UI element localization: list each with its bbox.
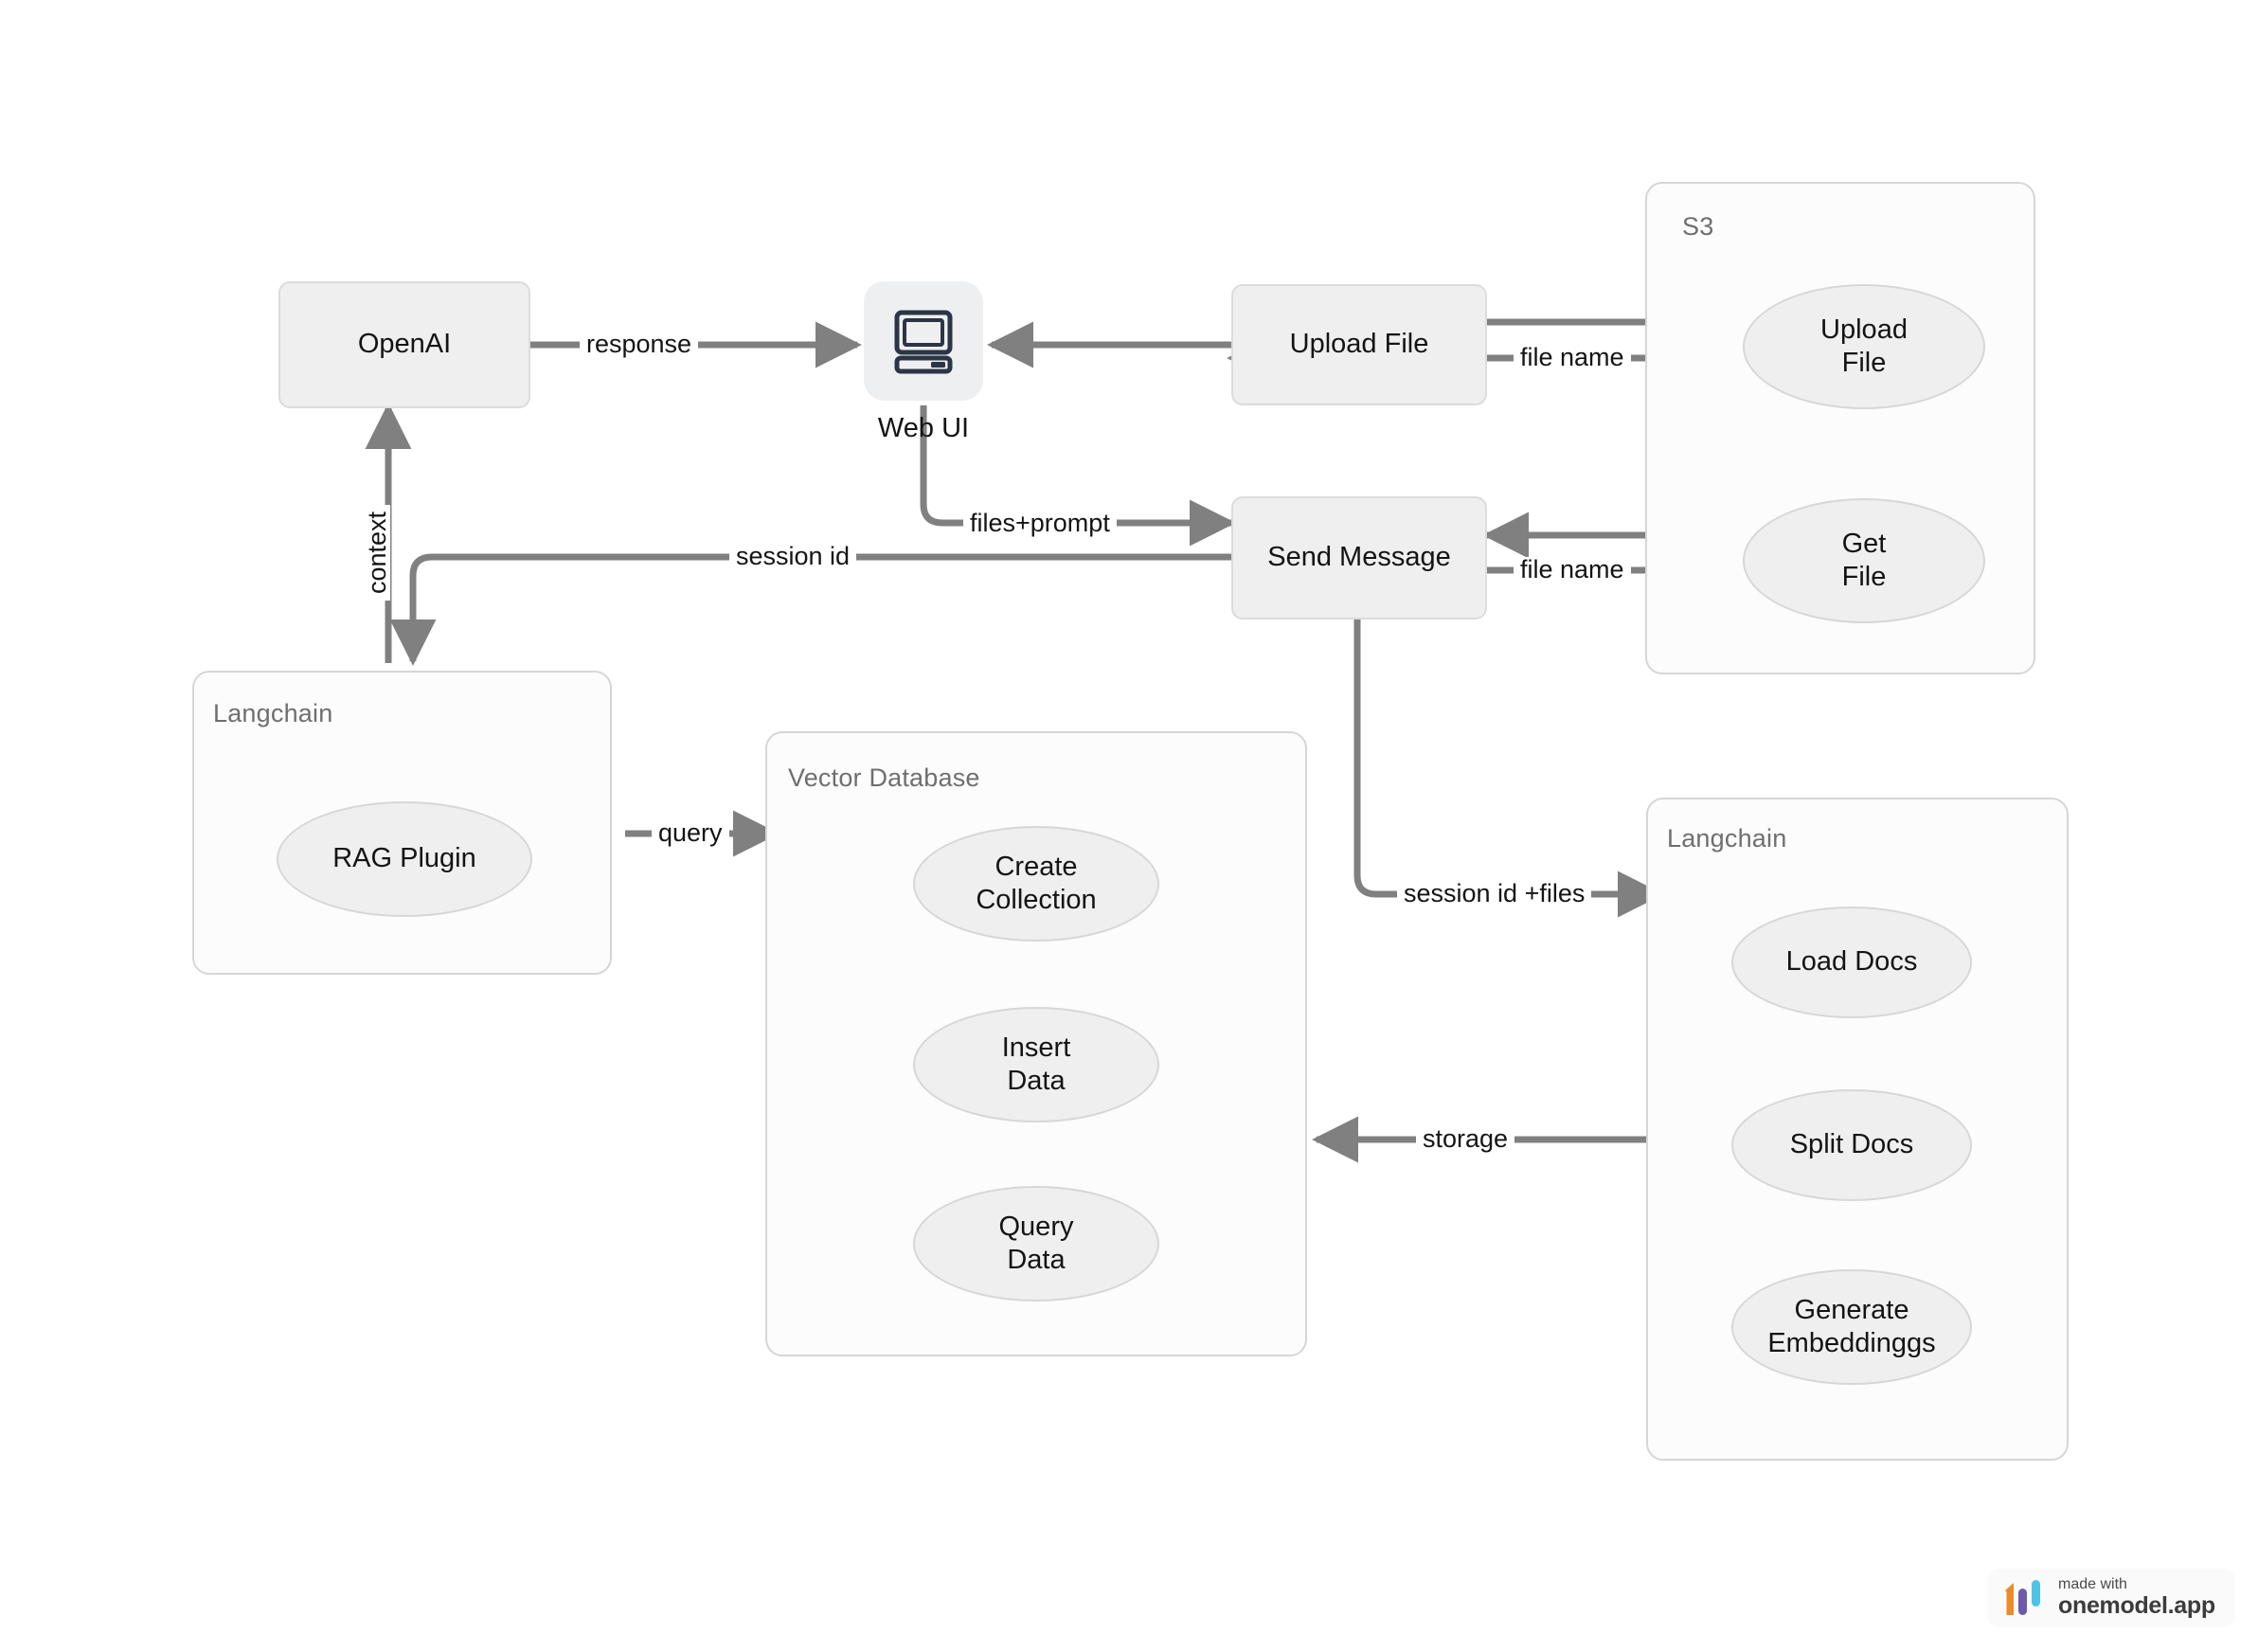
edge-label-context: context [363, 504, 391, 602]
computer-monitor-icon [894, 310, 953, 374]
edge-label-files-prompt: files+prompt [963, 511, 1117, 536]
group-s3-label: S3 [1682, 212, 1714, 241]
insert-data-node[interactable]: Insert Data [913, 1007, 1159, 1122]
edge-label-query: query [652, 820, 729, 846]
rag-plugin-node[interactable]: RAG Plugin [277, 801, 532, 917]
edge-label-file-name-get: file name [1514, 557, 1631, 583]
watermark-brand: onemodel.app [2058, 1592, 2215, 1620]
s3-get-file-node[interactable]: Get File [1743, 498, 1985, 623]
upload-file-node[interactable]: Upload File [1231, 284, 1487, 405]
load-docs-node[interactable]: Load Docs [1731, 907, 1972, 1018]
edge-label-response: response [580, 332, 699, 357]
onemodel-watermark[interactable]: made with onemodel.app [1987, 1569, 2235, 1627]
edge-label-session-id: session id [729, 544, 857, 569]
s3-upload-file-node[interactable]: Upload File [1743, 284, 1985, 409]
create-collection-node[interactable]: Create Collection [913, 826, 1159, 942]
web-ui-caption: Web UI [877, 413, 970, 443]
edge-label-file-name-upload: file name [1514, 345, 1631, 370]
generate-embeddings-node[interactable]: Generate Embeddinggs [1731, 1269, 1972, 1385]
edge-label-session-id-files: session id +files [1397, 881, 1592, 907]
onemodel-logo-icon [2002, 1580, 2046, 1616]
query-data-node[interactable]: Query Data [913, 1186, 1159, 1302]
group-langchain-right-label: Langchain [1667, 824, 1787, 853]
onemodel-watermark-text: made with onemodel.app [2058, 1576, 2215, 1620]
group-vector-database-label: Vector Database [788, 763, 980, 792]
openai-node[interactable]: OpenAI [278, 281, 530, 408]
send-message-node[interactable]: Send Message [1231, 496, 1487, 620]
edge-session-id-files [1353, 620, 1664, 918]
split-docs-node[interactable]: Split Docs [1731, 1089, 1972, 1201]
edge-session-id [389, 553, 1231, 666]
edge-label-storage: storage [1416, 1126, 1515, 1152]
web-ui-node[interactable] [864, 281, 983, 401]
watermark-made-with: made with [2058, 1576, 2127, 1593]
group-langchain-left-label: Langchain [213, 699, 333, 727]
